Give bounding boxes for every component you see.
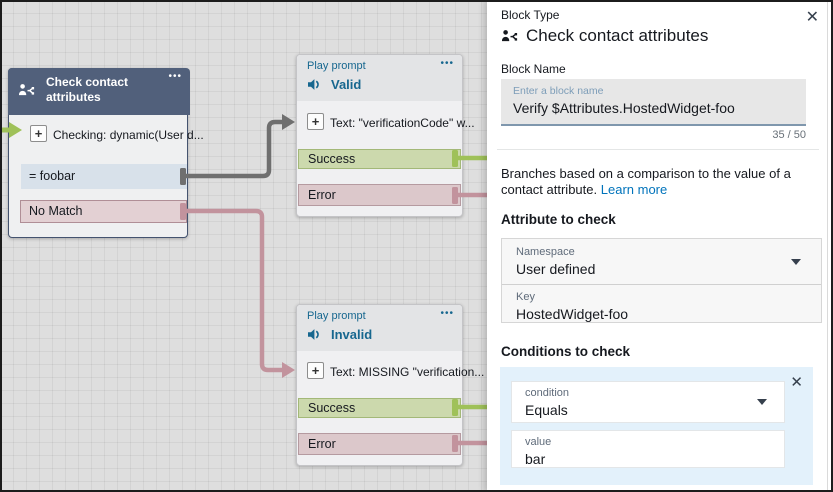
attribute-to-check-heading: Attribute to check: [501, 212, 616, 227]
block-header[interactable]: Check contact attributes •••: [8, 68, 190, 115]
block-menu-icon[interactable]: •••: [440, 308, 454, 319]
namespace-label: Namespace: [516, 246, 575, 258]
check-contact-attributes-icon: [502, 29, 518, 41]
text-row: Text: MISSING "verification...: [330, 365, 485, 379]
block-title: Valid: [331, 77, 362, 92]
block-play-prompt-invalid[interactable]: Play prompt Invalid ••• + Text: MISSING …: [296, 304, 484, 466]
key-label: Key: [516, 291, 535, 303]
panel-title: Check contact attributes: [526, 26, 709, 45]
expand-plus-icon[interactable]: +: [30, 125, 47, 142]
attribute-box: Namespace User defined Key HostedWidget-…: [501, 238, 822, 323]
divider: [502, 284, 821, 285]
condition-select[interactable]: condition Equals: [511, 381, 785, 423]
condition-value: Equals: [525, 402, 568, 418]
block-menu-icon[interactable]: •••: [440, 58, 454, 69]
value-label: value: [525, 436, 552, 448]
flow-canvas[interactable]: Check contact attributes ••• + Checking:…: [0, 0, 489, 492]
learn-more-link[interactable]: Learn more: [600, 182, 668, 197]
connector-nomatch-to-invalid[interactable]: [186, 208, 283, 373]
block-type-label: Play prompt: [307, 60, 366, 72]
block-type-label: Block Type: [501, 8, 560, 22]
chevron-down-icon[interactable]: [757, 399, 767, 405]
block-description: Branches based on a comparison to the va…: [501, 166, 791, 197]
key-field[interactable]: Key HostedWidget-foo: [502, 285, 821, 324]
block-name-label: Block Name: [501, 62, 566, 76]
branch-equals-foobar[interactable]: = foobar: [21, 164, 187, 189]
block-header[interactable]: Play prompt Valid •••: [297, 55, 462, 101]
condition-card: ✕ condition Equals value bar: [500, 367, 813, 485]
character-counter: 35 / 50: [772, 129, 806, 141]
expand-plus-icon[interactable]: +: [307, 362, 324, 379]
block-menu-icon[interactable]: •••: [168, 71, 182, 82]
checking-row-text: Checking: dynamic(User d...: [53, 128, 204, 142]
expand-plus-icon[interactable]: +: [307, 113, 324, 130]
branch-success[interactable]: Success: [298, 149, 461, 169]
value-value: bar: [525, 451, 546, 467]
panel-heading: Check contact attributes: [501, 26, 708, 46]
block-name-input[interactable]: [513, 100, 793, 116]
namespace-value: User defined: [516, 261, 596, 277]
branch-success[interactable]: Success: [298, 398, 461, 418]
block-title: Check contact attributes: [46, 75, 129, 104]
speaker-icon: [308, 329, 319, 340]
condition-label: condition: [525, 387, 570, 399]
block-play-prompt-valid[interactable]: Play prompt Valid ••• + Text: "verificat…: [296, 54, 475, 217]
close-icon[interactable]: ✕: [805, 9, 819, 26]
block-name-placeholder: Enter a block name: [513, 85, 604, 97]
key-value: HostedWidget-foo: [516, 306, 629, 322]
block-check-contact-attributes[interactable]: Check contact attributes ••• + Checking:…: [8, 68, 204, 238]
block-name-field[interactable]: Enter a block name: [501, 79, 806, 126]
text-row: Text: "verificationCode" w...: [330, 116, 475, 130]
divider: [497, 149, 819, 150]
panel-edge-line: [827, 0, 828, 492]
speaker-icon: [308, 79, 319, 90]
condition-value-field[interactable]: value bar: [511, 430, 785, 468]
chevron-down-icon[interactable]: [791, 259, 801, 265]
conditions-to-check-heading: Conditions to check: [501, 344, 631, 359]
block-header[interactable]: Play prompt Invalid •••: [297, 305, 462, 351]
block-title: Invalid: [331, 327, 373, 342]
branch-error[interactable]: Error: [298, 433, 461, 455]
branch-error[interactable]: Error: [298, 184, 461, 206]
block-settings-panel: ✕ Block Type Check contact attributes Bl…: [487, 0, 833, 492]
namespace-select[interactable]: Namespace User defined: [502, 239, 821, 284]
remove-condition-icon[interactable]: ✕: [790, 374, 803, 391]
check-contact-attributes-icon: [19, 84, 35, 96]
block-type-label: Play prompt: [307, 310, 366, 322]
branch-no-match[interactable]: No Match: [20, 200, 187, 223]
